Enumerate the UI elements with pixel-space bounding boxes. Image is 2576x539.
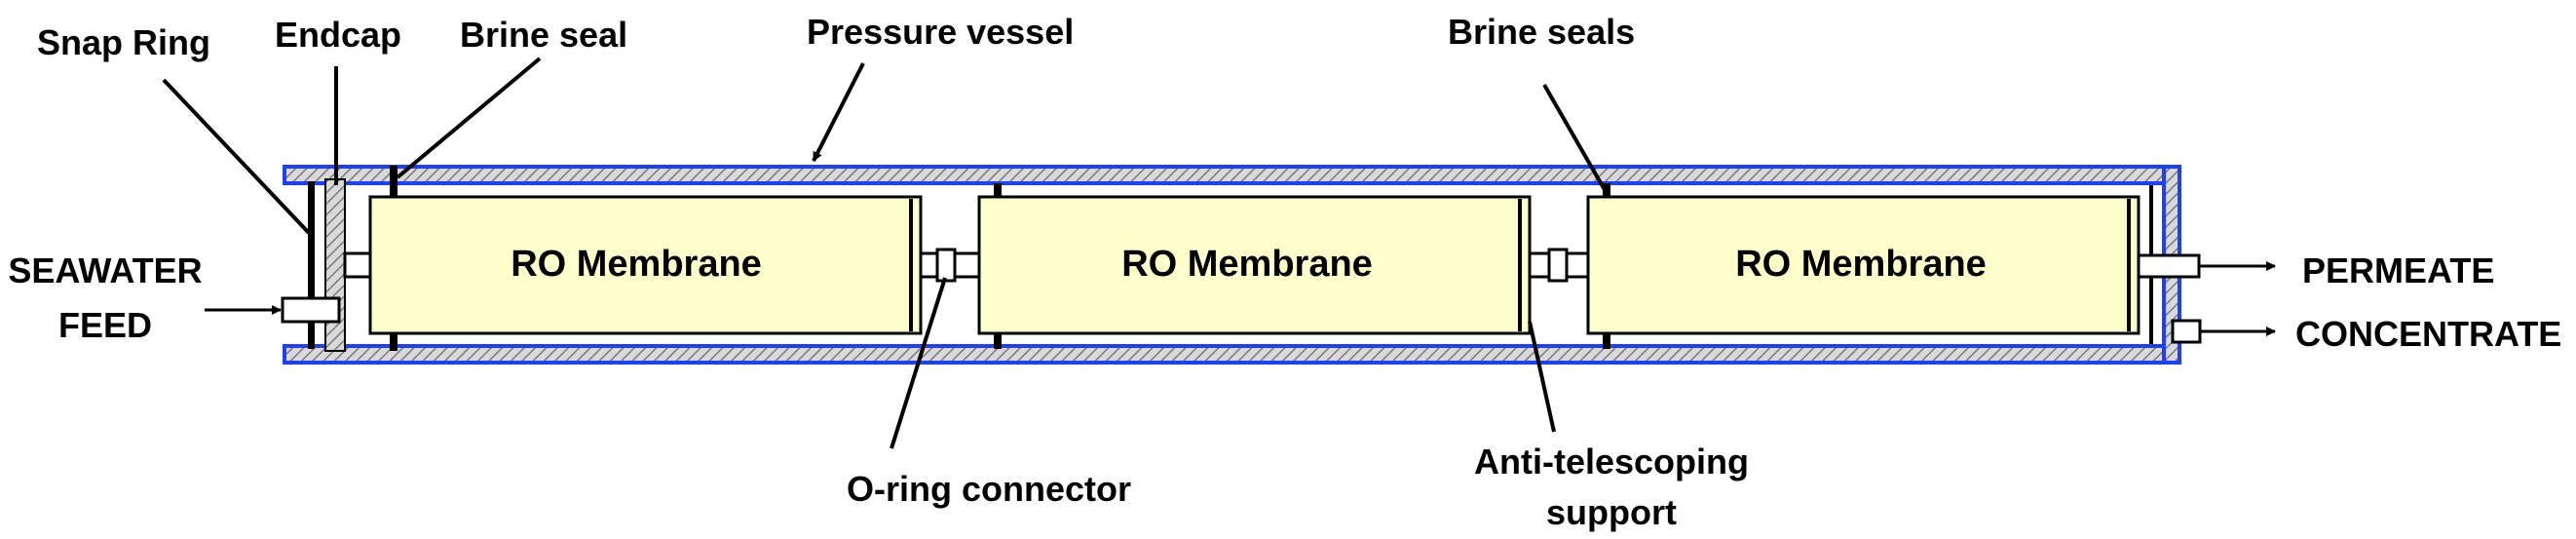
leader-pressure-vessel: [812, 62, 865, 162]
label-permeate: PERMEATE: [2302, 250, 2494, 290]
label-snap-ring: Snap Ring: [37, 22, 210, 62]
feed-pipe: [281, 296, 341, 324]
snap-ring: [308, 181, 315, 349]
concentrate-pipe: [2171, 319, 2202, 344]
connector-2: [1528, 248, 1590, 283]
labels: Snap Ring Endcap Brine seal Pressure ves…: [8, 12, 2561, 532]
leader-anti-telescoping: [1528, 321, 1556, 433]
membrane-1: RO Membrane: [368, 195, 923, 335]
leader-snap-ring: [162, 78, 312, 236]
membrane-3: RO Membrane: [1586, 183, 2140, 349]
membrane-3-body: [1586, 195, 2140, 335]
endcap-connector: [343, 251, 372, 279]
leader-brine-seal: [396, 57, 542, 179]
label-brine-seals: Brine seals: [1448, 12, 1635, 52]
label-brine-seal: Brine seal: [460, 15, 627, 55]
membrane-2-body: [977, 195, 1532, 335]
label-seawater: SEAWATER: [8, 250, 202, 290]
leader-brine-seals: [1542, 84, 1610, 196]
membrane-1-body: [368, 195, 923, 335]
membrane-2: RO Membrane: [977, 183, 1532, 349]
leader-lines: [162, 57, 1610, 449]
vessel-top-wall: [283, 165, 2181, 185]
leader-oring-connector: [890, 277, 947, 449]
label-pressure-vessel: Pressure vessel: [807, 12, 1074, 52]
oring-connector-2: [1547, 248, 1569, 283]
oring-connector-1: [935, 248, 957, 283]
connector-1: [919, 248, 981, 283]
label-feed: FEED: [58, 305, 152, 345]
label-endcap: Endcap: [275, 15, 401, 55]
membrane-3-label: RO Membrane: [1735, 244, 1987, 285]
flow-arrows: [205, 261, 2276, 336]
label-anti-telescoping-support: support: [1546, 492, 1677, 532]
label-oring-connector: O-ring connector: [847, 469, 1131, 509]
pressure-vessel: [283, 165, 2181, 365]
permeate-pipe: [2137, 253, 2201, 279]
label-concentrate: CONCENTRATE: [2295, 314, 2561, 354]
endcap: [324, 178, 346, 352]
label-anti-telescoping: Anti-telescoping: [1474, 442, 1749, 481]
outlet-pipes: [2137, 253, 2202, 344]
membrane-2-label: RO Membrane: [1121, 244, 1373, 285]
vessel-bottom-wall: [283, 344, 2181, 365]
membrane-1-label: RO Membrane: [511, 244, 762, 285]
